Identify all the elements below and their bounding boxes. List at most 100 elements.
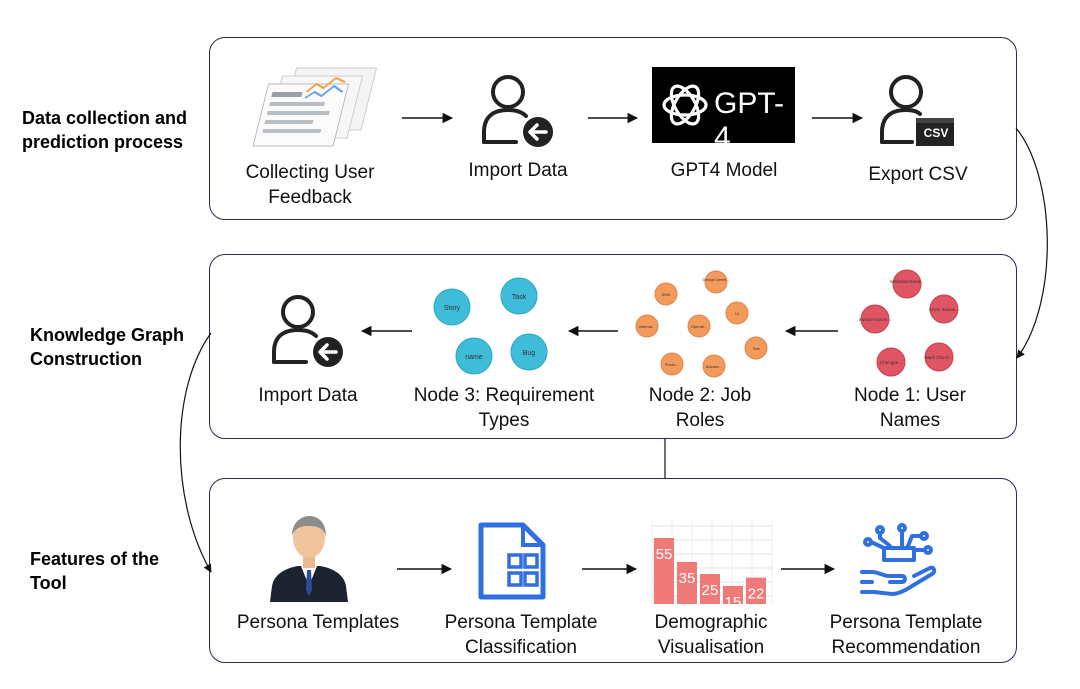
- caption-node3-line1: Node 3: Requirement: [413, 385, 595, 406]
- caption-visualisation: Demographic Visualisation: [630, 610, 792, 660]
- curve-export-to-node1: [1015, 127, 1048, 359]
- demo-chart-bar-label: 25: [702, 582, 719, 599]
- section-label-collection-line2: prediction process: [22, 132, 184, 152]
- node3-bubble-task-label: Task: [512, 294, 527, 301]
- section-label-graph-line2: Construction: [30, 349, 142, 369]
- caption-node2: Node 2: Job Roles: [620, 383, 780, 433]
- node2-bubble-ui-label: Ui: [735, 311, 739, 316]
- caption-gpt4-line1: GPT4 Model: [670, 160, 778, 181]
- caption-node3-line2: Types: [478, 410, 530, 431]
- caption-import-row2-line1: Import Data: [258, 385, 358, 406]
- node2-bubble-operati: Operati...: [687, 314, 711, 338]
- curve-import-to-templates: [179, 332, 212, 573]
- gpt4-logo-text: GPT-4: [714, 87, 785, 154]
- section-label-features-line2: Tool: [30, 573, 67, 593]
- gpt4-logo: GPT-4: [652, 67, 795, 154]
- caption-recommendation: Persona Template Recommendation: [816, 610, 996, 660]
- recommendation-hand-icon: [860, 523, 937, 596]
- caption-collecting-feedback: Collecting User Feedback: [220, 160, 400, 210]
- node3-bubble-bug: Bug: [510, 333, 548, 371]
- caption-node1-line1: Node 1: User: [854, 385, 966, 406]
- node3-bubble-story-label: Story: [444, 305, 461, 312]
- section-label-collection: Data collection and prediction process: [22, 106, 187, 154]
- node2-graph: Design Devel... SWA Informa... Operati..…: [635, 270, 768, 378]
- caption-classification-line1: Persona Template: [444, 612, 598, 633]
- caption-node1: Node 1: User Names: [830, 383, 990, 433]
- section-label-graph-line1: Knowledge Graph: [30, 325, 185, 345]
- caption-gpt4-model: GPT4 Model: [644, 158, 804, 183]
- node1-graph: Mehrdad Nurol... Suman Karum... Kevin Sw…: [859, 269, 959, 377]
- demo-chart-bar: [746, 577, 766, 604]
- node2-bubble-ui: Ui: [725, 301, 749, 325]
- caption-import-row1-line1: Import Data: [468, 160, 568, 181]
- node1-bubble-mehrdad: Mehrdad Nurol...: [890, 269, 924, 299]
- import-user-icon-row2: [272, 295, 343, 367]
- node2-bubble-design: Design Devel...: [702, 270, 730, 294]
- caption-visualisation-line1: Demographic: [654, 612, 768, 633]
- panel-knowledge-graph: [209, 254, 1017, 439]
- caption-templates-line1: Persona Templates: [236, 612, 400, 633]
- caption-collecting-line2: Feedback: [268, 187, 352, 208]
- demo-chart-bar-label: 55: [656, 546, 673, 563]
- demo-chart-bar-label: 22: [748, 586, 765, 603]
- node2-bubble-produ: Produ...: [660, 352, 684, 376]
- classification-grid-icon: [478, 522, 546, 600]
- csv-badge-text: CSV: [923, 126, 949, 140]
- caption-import-data-row2: Import Data: [228, 383, 388, 408]
- feedback-documents-icon: [252, 67, 378, 147]
- node3-bubble-story: Story: [433, 288, 471, 326]
- node1-bubble-kevin-label: Kevin Swoon...: [929, 307, 959, 312]
- node2-bubble-operati-label: Operati...: [691, 324, 707, 329]
- node2-bubble-swa: SWA: [654, 282, 678, 306]
- node3-bubble-task: Task: [500, 277, 538, 315]
- demo-chart-bar-label: 15: [725, 594, 742, 611]
- node1-bubble-kevin: Kevin Swoon...: [929, 294, 959, 324]
- caption-classification-line2: Classification: [465, 637, 577, 658]
- caption-node2-line1: Node 2: Job: [648, 385, 752, 406]
- caption-recommendation-line2: Recommendation: [831, 637, 981, 658]
- node1-bubble-mark: Mark Chu-C...: [924, 342, 954, 372]
- caption-export-csv: Export CSV: [838, 162, 998, 187]
- caption-node2-line2: Roles: [675, 410, 725, 431]
- node2-bubble-test: Test: [744, 336, 768, 360]
- openai-icon: [662, 84, 708, 126]
- section-label-features-line1: Features of the: [30, 549, 160, 569]
- node1-bubble-mark-label: Mark Chu-C...: [925, 355, 953, 360]
- node3-bubble-name-label: name: [465, 354, 483, 361]
- node2-bubble-design-label: Design Devel...: [702, 277, 729, 282]
- node1-bubble-chengpe: Chengpe...: [876, 347, 906, 377]
- section-label-collection-line1: Data collection and: [22, 108, 188, 128]
- caption-classification: Persona Template Classification: [428, 610, 614, 660]
- node1-bubble-mehrdad-label: Mehrdad Nurol...: [890, 279, 924, 284]
- caption-visualisation-line2: Visualisation: [657, 637, 765, 658]
- persona-avatar-icon: [270, 516, 348, 602]
- node2-bubble-test-label: Test: [752, 346, 760, 351]
- node3-bubble-name: name: [455, 337, 493, 375]
- caption-node1-line2: Names: [879, 410, 941, 431]
- node1-bubble-suman-label: Suman Karum...: [859, 317, 892, 322]
- node3-graph: Story Task name Bug: [433, 277, 548, 375]
- import-user-icon: [482, 75, 553, 147]
- caption-import-data-row1: Import Data: [438, 158, 598, 183]
- caption-node3: Node 3: Requirement Types: [396, 383, 612, 433]
- node1-bubble-chengpe-label: Chengpe...: [880, 360, 902, 365]
- node1-bubble-suman: Suman Karum...: [859, 304, 892, 334]
- caption-export-line1: Export CSV: [868, 164, 968, 185]
- demo-chart-bar: [700, 574, 720, 604]
- node3-bubble-bug-label: Bug: [523, 350, 536, 357]
- node2-bubble-advanc-label: Advanc...: [706, 364, 723, 369]
- demo-chart-bar: [654, 538, 674, 604]
- caption-recommendation-line1: Persona Template: [829, 612, 983, 633]
- demo-chart-bar: [723, 586, 743, 604]
- section-label-features: Features of the Tool: [30, 547, 159, 595]
- panel-features: [209, 478, 1017, 663]
- node2-bubble-produ-label: Produ...: [665, 362, 679, 367]
- node2-bubble-swa-label: SWA: [662, 292, 671, 297]
- export-csv-icon: [880, 75, 954, 146]
- caption-persona-templates: Persona Templates: [220, 610, 416, 635]
- node2-bubble-advanc: Advanc...: [702, 354, 726, 378]
- section-label-graph: Knowledge Graph Construction: [30, 323, 184, 371]
- caption-collecting-line1: Collecting User: [245, 162, 375, 183]
